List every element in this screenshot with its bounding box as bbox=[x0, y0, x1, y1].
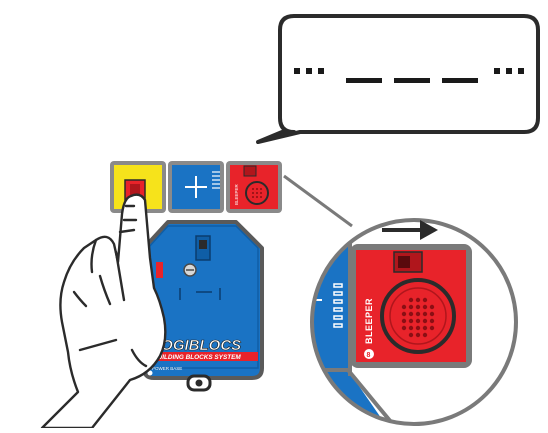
red-bleeper-block: BLEEPER bbox=[226, 161, 282, 213]
bleeper-number: 8 bbox=[367, 352, 371, 359]
morse-dot bbox=[294, 68, 300, 74]
brand-logo: LOGIBLOCS bbox=[152, 337, 241, 354]
speaker-grille bbox=[401, 297, 435, 338]
morse-dot bbox=[518, 68, 524, 74]
morse-code bbox=[294, 68, 524, 83]
right-arrow-icon bbox=[382, 220, 438, 240]
morse-dot bbox=[494, 68, 500, 74]
brand-tagline: BUILDING BLOCKS SYSTEM bbox=[153, 354, 241, 361]
morse-dot bbox=[306, 68, 312, 74]
morse-dot bbox=[318, 68, 324, 74]
morse-dash bbox=[346, 78, 382, 83]
morse-dash bbox=[394, 78, 430, 83]
bleeper-label-small: BLEEPER bbox=[234, 183, 239, 205]
hand-icon bbox=[40, 193, 167, 430]
block-assembly: LOGIBLOCS BUILDING BLOCKS SYSTEM POWER B… bbox=[110, 161, 282, 392]
blue-connector-block bbox=[168, 161, 224, 213]
bleeper-number-badge bbox=[364, 349, 374, 359]
morse-dash bbox=[442, 78, 478, 83]
zoom-connector-line bbox=[283, 174, 353, 228]
power-base-label: POWER BASE bbox=[152, 366, 182, 371]
yellow-button-block[interactable] bbox=[110, 161, 166, 213]
power-base-block: LOGIBLOCS BUILDING BLOCKS SYSTEM POWER B… bbox=[142, 220, 264, 392]
speech-bubble: ··· — — — ··· bbox=[256, 14, 540, 144]
zoom-magnifier: 8 BLEEPER bbox=[310, 218, 518, 426]
bleeper-label-large: BLEEPER bbox=[364, 298, 374, 344]
morse-dot bbox=[506, 68, 512, 74]
